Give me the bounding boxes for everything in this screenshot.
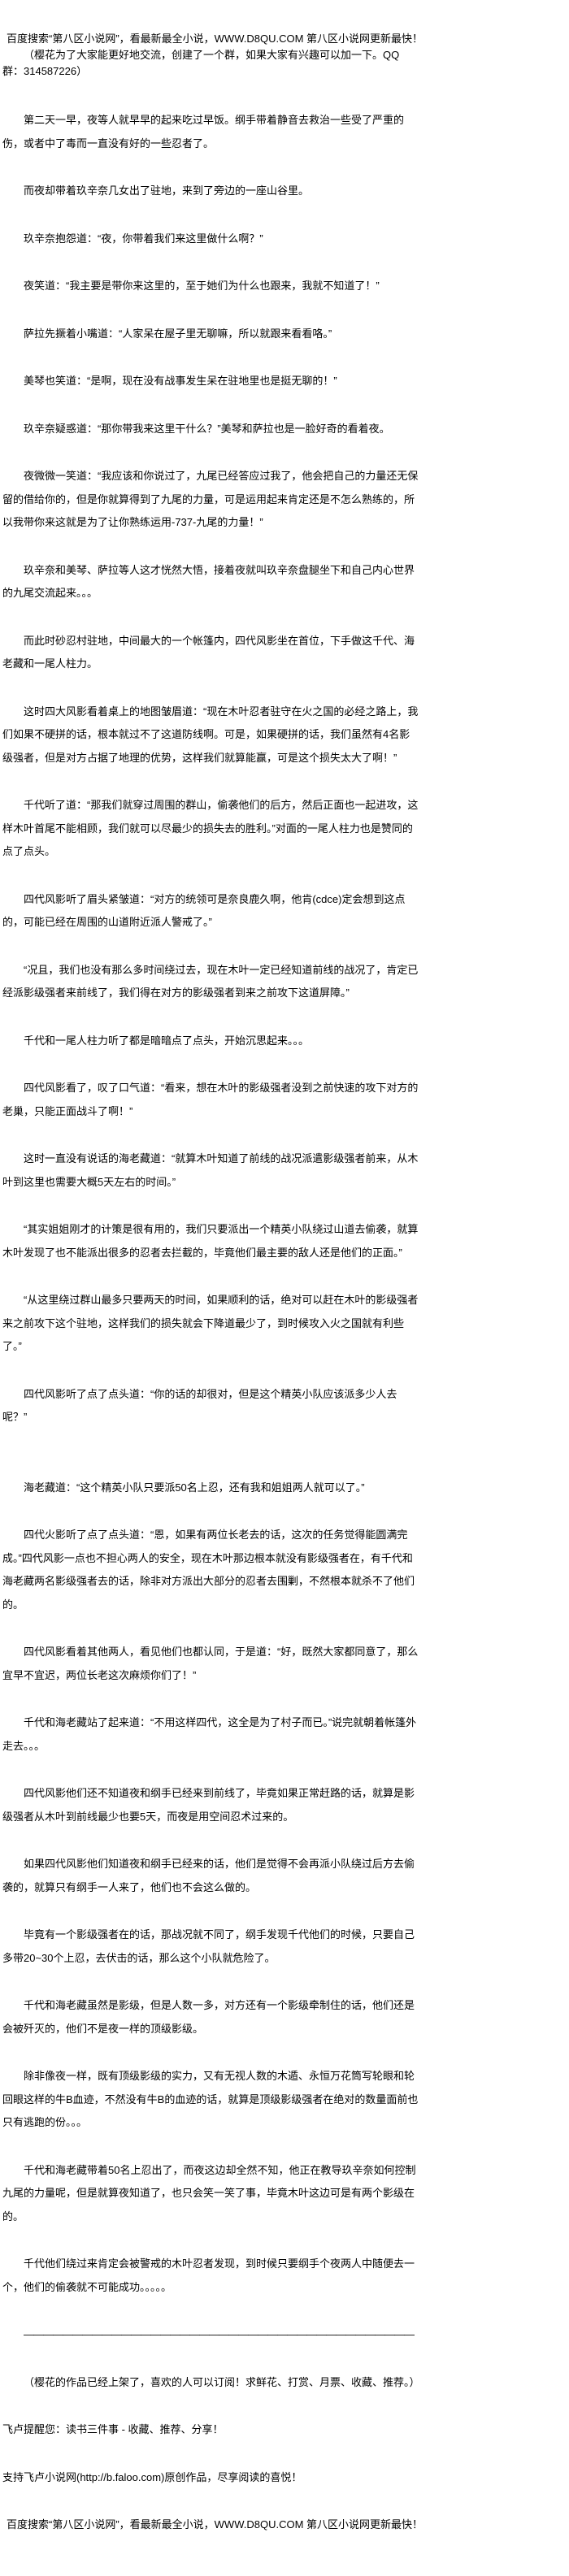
closing-note: （樱花的作品已经上架了，喜欢的人可以订阅！求鲜花、打赏、月票、收藏、推荐。） [24, 2375, 420, 2388]
chapter-paragraph: 四代风影看了，叹了口气道：“看来，想在木叶的影级强者没到之前快速的攻下对方的老巢… [2, 1082, 419, 1117]
chapter-paragraph: 而夜却带着玖辛奈几女出了驻地，来到了旁边的一座山谷里。 [24, 184, 310, 197]
chapter-paragraph: “其实姐姐刚才的计策是很有用的，我们只要派出一个精英小队绕过山道去偷袭，就算木叶… [2, 1223, 419, 1259]
chapter-paragraph: 四代风影听了点了点头道：“你的话的却很对，但是这个精英小队应该派多少人去呢？” [2, 1387, 397, 1424]
site-banner-top: 百度搜索“第八区小说网”，看最新最全小说，WWW.D8QU.COM 第八区小说网… [7, 33, 423, 45]
chapter-paragraph: 而此时砂忍村驻地，中间最大的一个帐篷内，四代风影坐在首位，下手做这千代、海老藏和… [2, 634, 415, 670]
chapter-paragraph: 玖辛奈疑惑道：“那你带我来这里干什么？”美琴和萨拉也是一脸好奇的看着夜。 [24, 422, 390, 435]
site-banner-bottom: 百度搜索“第八区小说网”，看最新最全小说，WWW.D8QU.COM 第八区小说网… [7, 2518, 423, 2530]
chapter-paragraph: 四代风影听了眉头紧皱道：“对方的统领可是奈良鹿久啊，他肯(cdce)定会想到这点… [2, 892, 406, 929]
chapter-paragraph: 千代和一尾人柱力听了都是暗暗点了点头，开始沉思起来。。。 [24, 1034, 310, 1047]
divider: ———————————————————————————————————————— [24, 2328, 415, 2340]
chapter-paragraph: 四代风影他们还不知道夜和纲手已经来到前线了，毕竟如果正常赶路的话，就算是影级强者… [2, 1787, 415, 1823]
chapter-paragraph: “况且，我们也没有那么多时间绕过去，现在木叶一定已经知道前线的战况了，肯定已经派… [2, 963, 419, 1000]
chapter-paragraph: 玖辛奈和美琴、萨拉等人这才恍然大悟，接着夜就叫玖辛奈盘腿坐下和自己内心世界的九尾… [2, 563, 415, 600]
chapter-paragraph: 夜笑道：“我主要是带你来这里的，至于她们为什么也跟来，我就不知道了！” [24, 280, 380, 292]
chapter-paragraph: 千代他们绕过来肯定会被警戒的木叶忍者发现，到时候只要纲手个夜两人中随便去一个，他… [2, 2257, 415, 2293]
chapter-paragraph: 毕竟有一个影级强者在的话，那战况就不同了，纲手发现千代他们的时候，只要自己多带2… [2, 1928, 415, 1964]
chapter-paragraph: 四代火影听了点了点头道：“恩，如果有两位长老去的话，这次的任务觉得能圆满完成。”… [2, 1529, 415, 1611]
chapter-paragraph: 这时一直没有说话的海老藏道：“就算木叶知道了前线的战况派遣影级强者前来，从木叶到… [2, 1152, 419, 1188]
chapter-paragraph: 如果四代风影他们知道夜和纲手已经来的话，他们是觉得不会再派小队绕过后方去偷袭的，… [2, 1858, 415, 1893]
footer-reminder: 飞卢提醒您：读书三件事 - 收藏、推荐、分享！ [2, 2423, 224, 2435]
chapter-paragraph: 这时四大风影看着桌上的地图皱眉道：“现在木叶忍者驻守在火之国的必经之路上，我们如… [2, 705, 419, 764]
chapter-paragraph: 萨拉先撅着小嘴道：“人家呆在屋子里无聊嘛，所以就跟来看看咯。” [24, 327, 332, 340]
chapter-paragraph: 第二天一早，夜等人就早早的起来吃过早饭。纲手带着静音去救治一些受了严重的伤，或者… [2, 114, 405, 150]
chapter-paragraph: 海老藏道：“这个精英小队只要派50名上忍，还有我和姐姐两人就可以了。” [24, 1481, 365, 1494]
chapter-paragraph: 千代听了道：“那我们就穿过周围的群山，偷袭他们的后方，然后正面也一起进攻，这样木… [2, 799, 419, 857]
footer-support: 支持飞卢小说网(http://b.faloo.com)原创作品，尽享阅读的喜悦！ [2, 2470, 302, 2483]
chapter-paragraph: 千代和海老藏虽然是影级，但是人数一多，对方还有一个影级牵制住的话，他们还是会被歼… [2, 1999, 415, 2035]
chapter-paragraph: 夜微微一笑道：“我应该和你说过了，九尾已经答应过我了，他会把自己的力量还无保留的… [2, 470, 419, 528]
chapter-paragraph: 美琴也笑道：“是啊，现在没有战事发生呆在驻地里也是挺无聊的！” [24, 375, 337, 387]
chapter-paragraph: 四代风影看着其他两人，看见他们也都认同，于是道：“好，既然大家都同意了，那么宜早… [2, 1646, 419, 1681]
chapter-paragraph: “从这里绕过群山最多只要两天的时间，如果顺利的话，绝对可以赶在木叶的影级强者来之… [2, 1294, 419, 1352]
chapter-paragraph: 玖辛奈抱怨道：“夜，你带着我们来这里做什么啊？” [24, 232, 263, 245]
chapter-paragraph: 除非像夜一样，既有顶级影级的实力，又有无视人数的木遁、永恒万花筒写轮眼和轮回眼这… [2, 2070, 419, 2128]
chapter-page: 百度搜索“第八区小说网”，看最新最全小说，WWW.D8QU.COM 第八区小说网… [2, 33, 423, 2530]
author-note: （樱花为了大家能更好地交流，创建了一个群，如果大家有兴趣可以加一下。QQ群：31… [2, 49, 400, 77]
chapter-body: 第二天一早，夜等人就早早的起来吃过早饭。纲手带着静音去救治一些受了严重的伤，或者… [2, 109, 419, 2299]
chapter-paragraph: 千代和海老藏站了起来道：“不用这样四代，这全是为了村子而已。”说完就朝着帐篷外走… [2, 1716, 417, 1752]
chapter-paragraph: 千代和海老藏带着50名上忍出了，而夜这边却全然不知，他正在教导玖辛奈如何控制九尾… [2, 2163, 416, 2223]
